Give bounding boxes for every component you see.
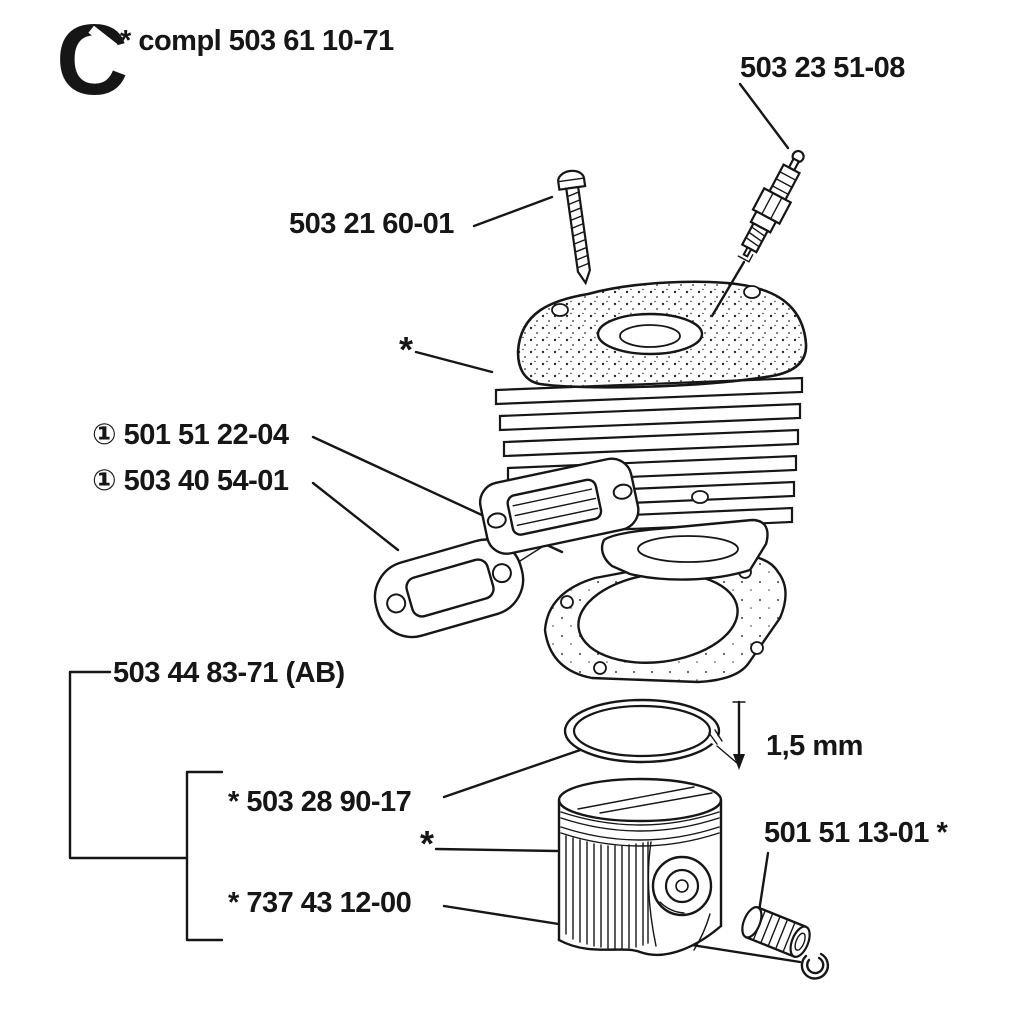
label-piston-assembly: 503 44 83-71 (AB) <box>113 657 345 689</box>
piston-drawing <box>557 777 723 957</box>
leader-spark-plug <box>738 82 790 150</box>
label-assembly-code: * compl 503 61 10-71 <box>120 25 394 57</box>
decompression-boss <box>691 490 709 504</box>
piston-crown <box>557 777 723 823</box>
spark-plug-drawing <box>737 149 805 263</box>
piston-hatching <box>565 835 649 950</box>
ring-grooves <box>560 811 720 847</box>
gasket-bolt-hole <box>750 641 764 655</box>
label-gasket-2: ① 503 40 54-01 <box>92 465 289 497</box>
ring-gap-measure <box>716 700 746 770</box>
label-piston-ring: * 503 28 90-17 <box>228 786 412 818</box>
label-spark-plug: 503 23 51-08 <box>740 52 905 84</box>
label-cylinder-bolt: 503 21 60-01 <box>289 208 454 240</box>
bolt-drawing <box>557 169 591 286</box>
inner-bracket <box>185 770 224 942</box>
gasket-bolt-hole <box>491 563 512 584</box>
gasket-bolt-hole <box>593 661 607 675</box>
head-bolt-boss <box>743 285 761 299</box>
label-gasket-1: ① 501 51 22-04 <box>92 419 289 451</box>
muffler-gasket-drawing <box>373 538 525 639</box>
circlip-drawing <box>800 952 830 980</box>
bracket-lines <box>68 670 224 942</box>
gasket-bolt-hole <box>386 593 407 614</box>
spark-plug-hole <box>596 312 704 356</box>
leader-bolt <box>472 195 554 228</box>
wrist-pin-boss <box>651 855 713 917</box>
cylinder-drawing <box>478 280 808 581</box>
label-cylinder-star: * <box>399 329 413 370</box>
leader-cylinder-star <box>414 350 494 374</box>
exhaust-flange <box>478 457 640 555</box>
outer-bracket <box>68 670 189 860</box>
measure-arrowhead <box>733 754 745 770</box>
leader-piston-ring <box>442 746 588 799</box>
leader-piston-star <box>434 847 559 853</box>
gasket-bolt-hole <box>560 595 574 609</box>
piston-ring-drawing <box>563 698 723 764</box>
leader-gasket-2 <box>311 481 400 552</box>
needle-bearing-drawing <box>741 906 811 958</box>
label-ring-gap: 1,5 mm <box>766 730 863 762</box>
label-circlip: * 737 43 12-00 <box>228 887 412 919</box>
base-gasket-drawing <box>543 553 787 684</box>
head-bolt-boss <box>551 303 569 317</box>
label-piston-star: * <box>420 823 434 864</box>
label-needle-bearing: 501 51 13-01 * <box>764 817 948 849</box>
